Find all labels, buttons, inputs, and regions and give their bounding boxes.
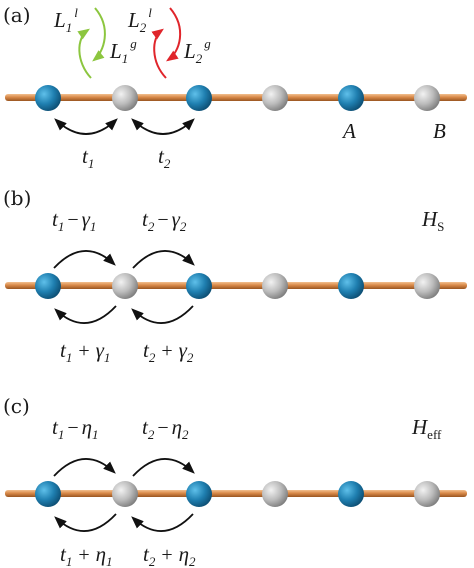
site-label-b: B — [433, 119, 446, 143]
gain-label-2: L2g — [183, 36, 211, 66]
site-a-1 — [35, 481, 61, 507]
site-a-1 — [35, 85, 61, 111]
hop-label-top-1: t1−η1 — [52, 415, 99, 442]
panel-label-c: (c) — [3, 394, 30, 418]
panel-label-b: (b) — [3, 186, 31, 210]
panel-a: (a) L1l L1g L2l L2g t1 t2 A B — [3, 3, 467, 171]
hop-label-top-2: t2−γ2 — [142, 207, 187, 234]
hop-label-bottom-2: t2+η2 — [143, 542, 196, 568]
lattice-rod-b — [5, 282, 467, 289]
sites-a — [35, 85, 440, 111]
site-b-2 — [262, 481, 288, 507]
site-b-1 — [112, 85, 138, 111]
loss-arrow-1 — [77, 28, 92, 79]
hop-arrow-forward-2 — [132, 250, 195, 269]
site-b-3 — [414, 85, 440, 111]
hop-arrow-t1 — [54, 118, 118, 135]
hop-label-t2: t2 — [158, 144, 171, 171]
hop-label-top-1: t1−γ1 — [52, 207, 96, 234]
sites-c — [35, 481, 440, 507]
site-a-2 — [186, 481, 212, 507]
site-b-1 — [112, 481, 138, 507]
site-b-2 — [262, 273, 288, 299]
lattice-rod-c — [5, 490, 467, 497]
site-a-1 — [35, 273, 61, 299]
panel-b: (b) HS t1−γ1 t2−γ2 t1+γ1 t2+γ2 — [3, 186, 467, 365]
hop-label-t1: t1 — [82, 144, 94, 171]
site-b-2 — [262, 85, 288, 111]
loss-label-2: L2l — [127, 5, 152, 35]
hop-arrow-backward-2 — [131, 513, 194, 532]
panel-c: (c) Heff t1−η1 t2−η2 t1+η1 t2+η2 — [3, 394, 467, 568]
site-a-2 — [186, 273, 212, 299]
site-label-a: A — [341, 119, 356, 143]
hop-arrow-t2 — [131, 118, 195, 135]
panel-label-a: (a) — [3, 3, 31, 27]
site-a-2 — [186, 85, 212, 111]
hamiltonian-label-eff: Heff — [411, 415, 442, 442]
site-b-3 — [414, 273, 440, 299]
hop-arrow-backward-2 — [131, 305, 194, 324]
hop-arrow-backward-1 — [54, 513, 117, 532]
hop-arrow-backward-1 — [54, 305, 117, 324]
hop-label-top-2: t2−η2 — [142, 415, 189, 442]
site-b-1 — [112, 273, 138, 299]
gain-label-1: L1g — [109, 36, 137, 66]
sites-b — [35, 273, 440, 299]
hop-label-bottom-2: t2+γ2 — [143, 338, 194, 365]
site-a-3 — [338, 273, 364, 299]
gain-arrow-2 — [166, 7, 182, 62]
site-b-3 — [414, 481, 440, 507]
hop-label-bottom-1: t1+η1 — [60, 542, 113, 568]
lattice-rod-a — [5, 94, 467, 101]
site-a-3 — [338, 85, 364, 111]
hop-arrow-forward-1 — [53, 250, 116, 269]
hop-arrow-forward-1 — [53, 458, 116, 477]
hop-arrow-forward-2 — [132, 458, 195, 477]
site-a-3 — [338, 481, 364, 507]
loss-label-1: L1l — [53, 5, 78, 35]
hop-label-bottom-1: t1+γ1 — [60, 338, 110, 365]
loss-arrow-2 — [151, 28, 167, 79]
hamiltonian-label-s: HS — [421, 207, 444, 234]
gain-arrow-1 — [92, 7, 106, 62]
